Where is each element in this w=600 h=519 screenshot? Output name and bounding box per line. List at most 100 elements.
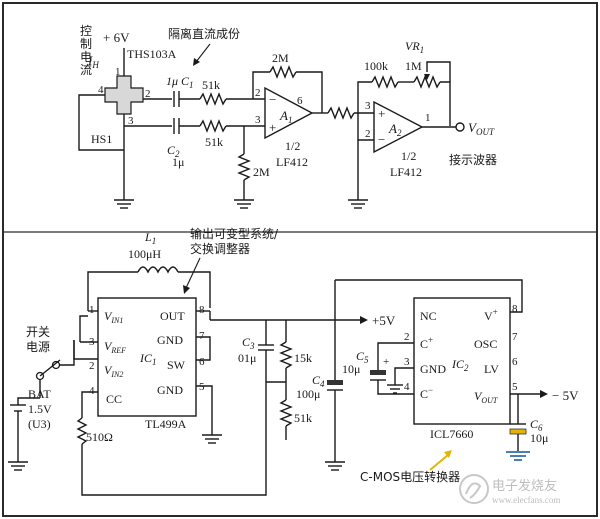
lf412-b-label: LF412 bbox=[390, 165, 422, 179]
ic1-pin5: 5 bbox=[199, 381, 205, 393]
ic2-pin8: 8 bbox=[512, 303, 518, 315]
wire-c5-top bbox=[377, 342, 414, 370]
ic2-vout: VOUT bbox=[474, 389, 498, 405]
cmos-arrow bbox=[429, 454, 449, 471]
wire-feedback-left bbox=[252, 71, 270, 99]
hall-sensor-hs1 bbox=[104, 75, 144, 115]
ic2-pin3: 3 bbox=[404, 356, 410, 368]
ground-symbol-a2 bbox=[348, 199, 368, 209]
wire-wiper bbox=[426, 61, 451, 82]
ic2-pin4: 4 bbox=[404, 381, 410, 393]
a1-plus: + bbox=[269, 120, 276, 135]
switch-label-2: 电源 bbox=[26, 340, 50, 354]
ic1-pin4: 4 bbox=[89, 385, 95, 397]
sensor-pin2: 2 bbox=[145, 88, 151, 100]
switch-lever bbox=[39, 359, 61, 377]
elecfans-watermark: 电子发烧友 www.elecfans.com bbox=[459, 474, 560, 505]
r15k-label: 15k bbox=[294, 351, 312, 365]
capacitor-c3 bbox=[258, 344, 274, 351]
wiper-arrow bbox=[424, 74, 430, 80]
ic2-icl7660 bbox=[413, 297, 511, 425]
ic2-pin5: 5 bbox=[512, 381, 518, 393]
r2m-feedback-label: 2M bbox=[272, 51, 289, 65]
a1-pin3: 3 bbox=[255, 114, 261, 126]
ic2-name: IC2 bbox=[451, 357, 469, 373]
a1-pin6: 6 bbox=[297, 95, 303, 107]
ic1-pin7: 7 bbox=[199, 330, 205, 342]
c1-label: 1μ C1 bbox=[166, 74, 194, 90]
svg-text:控: 控 bbox=[80, 24, 92, 38]
isolate-dc-label: 隔离直流成份 bbox=[168, 26, 240, 41]
ic2-pin2: 2 bbox=[404, 331, 410, 343]
ths103a-label: THS103A bbox=[127, 47, 177, 61]
converter-arrow-head bbox=[183, 285, 190, 294]
ground-symbol-ic1 bbox=[202, 434, 222, 444]
resistor-2m-ground bbox=[237, 153, 251, 181]
resistor-51k-a bbox=[199, 92, 227, 106]
r51k-b-label: 51k bbox=[205, 135, 223, 149]
bottom-circuit: L1 100μH 输出可变型系统/ 交换调整器 1 3 2 4 VIN1 VRE… bbox=[8, 226, 579, 505]
potentiometer-vr1 bbox=[413, 75, 441, 89]
minus5v-arrow bbox=[540, 390, 548, 398]
capacitor-c4 bbox=[327, 380, 343, 391]
a2-plus: + bbox=[378, 106, 385, 121]
ic1-vref: VREF bbox=[104, 339, 126, 355]
oscilloscope-label: 接示波器 bbox=[449, 152, 497, 167]
sensor-pin1: 1 bbox=[115, 66, 121, 78]
ic2-osc: OSC bbox=[474, 337, 497, 351]
ic1-sw: SW bbox=[167, 358, 186, 372]
a2-pin2: 2 bbox=[365, 128, 371, 140]
r51k-divider-label: 51k bbox=[294, 411, 312, 425]
ic1-part: TL499A bbox=[145, 417, 187, 431]
ic1-pin2: 2 bbox=[89, 360, 95, 372]
c4-label: C4 bbox=[312, 373, 325, 389]
wire-l1-right bbox=[178, 271, 211, 308]
plus5v-arrow bbox=[360, 316, 368, 324]
isolate-arrow-head bbox=[193, 58, 200, 66]
ic1-pin8: 8 bbox=[199, 304, 205, 316]
capacitor-c5 bbox=[370, 370, 386, 381]
c3-value: 01μ bbox=[238, 351, 256, 365]
ground-symbol-c6 bbox=[506, 451, 530, 461]
resistor-100k bbox=[371, 75, 399, 89]
ic1-out: OUT bbox=[160, 309, 185, 323]
a2-pin3: 3 bbox=[365, 100, 371, 112]
c2-label: C2 bbox=[167, 143, 180, 159]
wire-switch-out bbox=[60, 340, 75, 366]
cmos-converter-label: C-MOS电压转换器 bbox=[360, 469, 460, 484]
a2-pin1: 1 bbox=[425, 112, 431, 124]
vr1-label: VR1 bbox=[405, 39, 424, 55]
watermark-text: 电子发烧友 bbox=[492, 478, 557, 494]
top-circuit: 控 制 电 流 + 6V IH THS103A 隔离直流成份 1 4 2 3 H… bbox=[78, 24, 497, 209]
ic1-name: IC1 bbox=[139, 351, 157, 367]
l1-label: L1 bbox=[144, 230, 156, 246]
c6-label: C6 bbox=[530, 417, 543, 433]
watermark-url: www.elecfans.com bbox=[492, 495, 560, 505]
resistor-15k bbox=[279, 341, 293, 369]
wire-feedback-return bbox=[81, 382, 267, 496]
sensor-pin4: 4 bbox=[98, 84, 104, 96]
l1-value: 100μH bbox=[128, 247, 161, 261]
control-current-label: 控 制 电 流 bbox=[80, 24, 92, 77]
wire-ic2-pin8 bbox=[335, 279, 523, 313]
lf412-a-label: LF412 bbox=[276, 155, 308, 169]
c6-value: 10μ bbox=[530, 431, 548, 445]
bat-voltage: 1.5V bbox=[28, 402, 52, 416]
switch-label-1: 开关 bbox=[26, 325, 50, 339]
converter-arrow bbox=[185, 257, 201, 289]
ic2-part: ICL7660 bbox=[430, 427, 473, 441]
c2-value: 1μ bbox=[172, 155, 184, 169]
resistor-51k-b bbox=[199, 119, 227, 133]
ground-symbol-bat bbox=[8, 461, 28, 471]
a1-half: 1/2 bbox=[285, 139, 300, 153]
converter-label-1: 输出可变型系统/ bbox=[190, 226, 279, 241]
c4-value: 100μ bbox=[296, 387, 320, 401]
opamp-a1 bbox=[264, 86, 314, 140]
hs1-label: HS1 bbox=[91, 132, 112, 146]
wire-ic2-gnd bbox=[394, 367, 414, 385]
cmos-arrow-head bbox=[444, 450, 452, 458]
opamp-a2 bbox=[373, 100, 424, 154]
a2-half: 1/2 bbox=[401, 149, 416, 163]
wire-ic1-pin5 bbox=[196, 385, 213, 435]
